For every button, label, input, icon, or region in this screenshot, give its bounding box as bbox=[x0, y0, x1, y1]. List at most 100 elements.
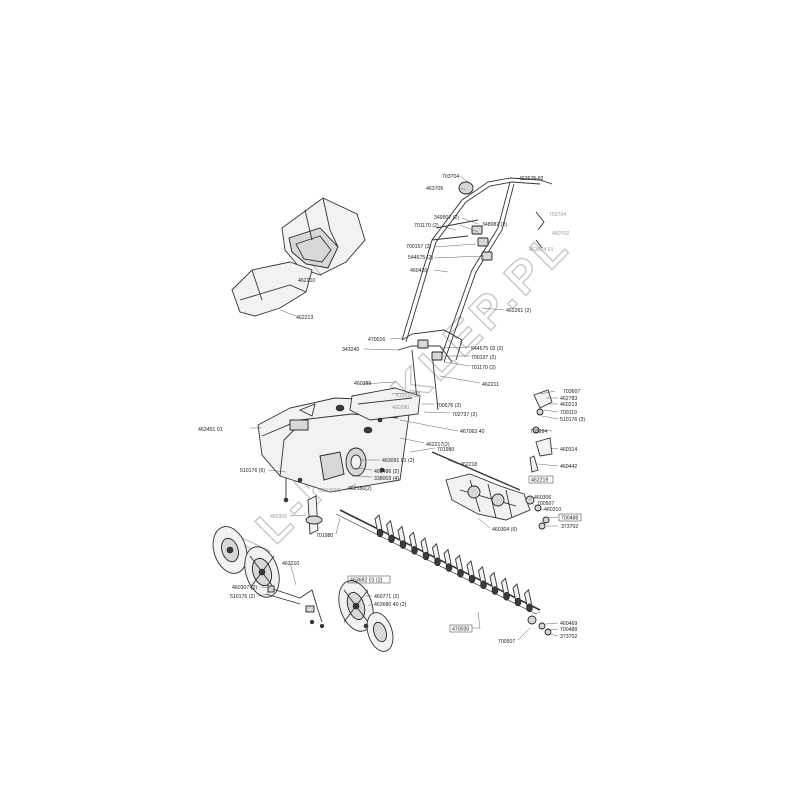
label-700137: 700137 (2) bbox=[471, 355, 496, 361]
label-703994: 703994 bbox=[530, 429, 547, 435]
label-460469: 460469 bbox=[560, 621, 577, 627]
tine-hub bbox=[503, 591, 510, 601]
rear-wheel-left bbox=[212, 526, 248, 574]
label-348982: 348982 (2) bbox=[482, 222, 507, 228]
label-703704-b: 703704 bbox=[549, 212, 566, 218]
label-460442: 460442 bbox=[560, 464, 577, 470]
label-349507: 349507 (2) bbox=[434, 215, 459, 221]
label-470016: 470016 bbox=[368, 337, 385, 343]
label-462219: 462219 bbox=[531, 478, 548, 484]
label-460420: 460420 bbox=[410, 268, 427, 274]
label-460306: 460306 bbox=[534, 495, 551, 501]
label-511180: 511180(2) bbox=[318, 488, 341, 494]
label-701980-a: 701980 bbox=[437, 447, 454, 453]
tine-blade bbox=[512, 583, 521, 603]
label-373702-a: 373702 bbox=[561, 524, 578, 530]
label-462211: 462211 bbox=[482, 382, 499, 388]
label-463675-02: 463675 02 bbox=[519, 176, 544, 182]
label-463680-40: 463680 40 (2) bbox=[374, 602, 407, 608]
label-460390: 460390 bbox=[392, 405, 409, 411]
tine-blade bbox=[489, 571, 498, 592]
label-701980-b: 701980 bbox=[316, 533, 333, 539]
front-wheel-left bbox=[338, 580, 374, 632]
tine-hub bbox=[491, 586, 499, 595]
tine-blade bbox=[466, 560, 475, 580]
label-box-700488 bbox=[558, 513, 582, 522]
label-510176-2: 510176 (2) bbox=[230, 594, 255, 600]
tine-hub bbox=[376, 528, 384, 538]
tines bbox=[374, 514, 533, 613]
label-462180: 462180(2) bbox=[348, 486, 372, 492]
tine-hub bbox=[526, 603, 533, 613]
tine-blade bbox=[386, 519, 394, 540]
end-bearing-parts bbox=[472, 611, 559, 641]
label-703607: 703607 bbox=[563, 389, 580, 395]
label-338003: 338003 (4) bbox=[374, 476, 399, 482]
rear-flap bbox=[349, 387, 421, 423]
grass-bag-lid bbox=[231, 261, 313, 317]
tine-hub bbox=[480, 580, 487, 590]
part-number-labels: 703704 463675 02 463705 703704 349507 (2… bbox=[198, 174, 585, 645]
label-462210: 462210 bbox=[298, 278, 315, 284]
label-700488-b: 700488 bbox=[560, 627, 577, 633]
label-box-462219 bbox=[528, 475, 554, 484]
tine-hub bbox=[399, 540, 407, 549]
tine-blade bbox=[443, 548, 452, 569]
tine-blade bbox=[524, 588, 532, 609]
label-460389: 460389 bbox=[354, 381, 371, 387]
tine-hub bbox=[445, 563, 453, 572]
front-wheel-right bbox=[363, 612, 394, 652]
label-373702-b: 373702 bbox=[560, 634, 577, 640]
label-462217: 462217(2) bbox=[426, 442, 450, 448]
label-460310: 460310 bbox=[544, 507, 561, 513]
axle-bracket bbox=[257, 562, 325, 629]
label-701170-a: 701170 (2) bbox=[414, 223, 439, 229]
label-box-470030 bbox=[449, 624, 473, 633]
tine-blade bbox=[501, 577, 509, 598]
label-460213: 460213 bbox=[560, 402, 577, 408]
label-701170-b: 701170 (2) bbox=[471, 365, 496, 371]
label-343240: 343240 bbox=[342, 347, 359, 353]
label-463451-01: 463451 01 bbox=[198, 427, 223, 433]
label-462261: 462261 (2) bbox=[506, 308, 531, 314]
deck-housing bbox=[257, 397, 411, 493]
label-460314: 460314 bbox=[560, 447, 577, 453]
label-462213: 462213 bbox=[296, 315, 313, 321]
tine-blade bbox=[420, 537, 429, 557]
label-460702: 460702 bbox=[552, 231, 569, 237]
tine-blade bbox=[478, 565, 486, 586]
label-460305: 460305 bbox=[270, 514, 287, 520]
label-462210-b: 462210 bbox=[282, 561, 299, 567]
grass-catcher-bag bbox=[281, 197, 366, 276]
label-511015: 511015 (2) bbox=[396, 393, 421, 399]
label-702737: 702737 (2) bbox=[452, 412, 477, 418]
tine-hub bbox=[422, 551, 430, 561]
label-467063-40: 467063 40 bbox=[460, 429, 485, 435]
label-544675: 544675 (2) bbox=[408, 255, 433, 261]
tine-hub bbox=[468, 574, 476, 584]
label-460771: 460771 (2) bbox=[374, 594, 399, 600]
tine-hub bbox=[388, 534, 395, 544]
tine-hub bbox=[434, 557, 441, 567]
tine-hub bbox=[514, 597, 522, 607]
label-700576: 700576 (2) bbox=[436, 403, 461, 409]
label-700507-b: 700507 bbox=[498, 639, 515, 645]
label-463682-01: 463682 01 (2) bbox=[350, 578, 383, 584]
label-box-463682 bbox=[347, 575, 391, 584]
label-510176-6: 510176 (6) bbox=[240, 468, 265, 474]
tine-blade bbox=[374, 514, 383, 534]
motor-side-parts bbox=[525, 389, 559, 530]
label-462218: 462218 bbox=[460, 462, 477, 468]
height-adjust-post bbox=[289, 495, 323, 535]
label-462783: 462783 bbox=[560, 396, 577, 402]
label-463091-01: 463091 01 (2) bbox=[382, 458, 415, 464]
label-703704: 703704 bbox=[442, 174, 459, 180]
label-700507-a: 700507 bbox=[537, 501, 554, 507]
label-463674-01: 463674 01 bbox=[529, 247, 554, 253]
rear-wheel-right bbox=[244, 546, 280, 598]
label-700119: 700119 bbox=[560, 410, 577, 416]
label-700157: 700157 (2) bbox=[406, 244, 431, 250]
label-462486: 462486 (2) bbox=[374, 469, 399, 475]
label-510176-3: 510176 (3) bbox=[560, 417, 585, 423]
label-470030: 470030 bbox=[452, 627, 469, 633]
